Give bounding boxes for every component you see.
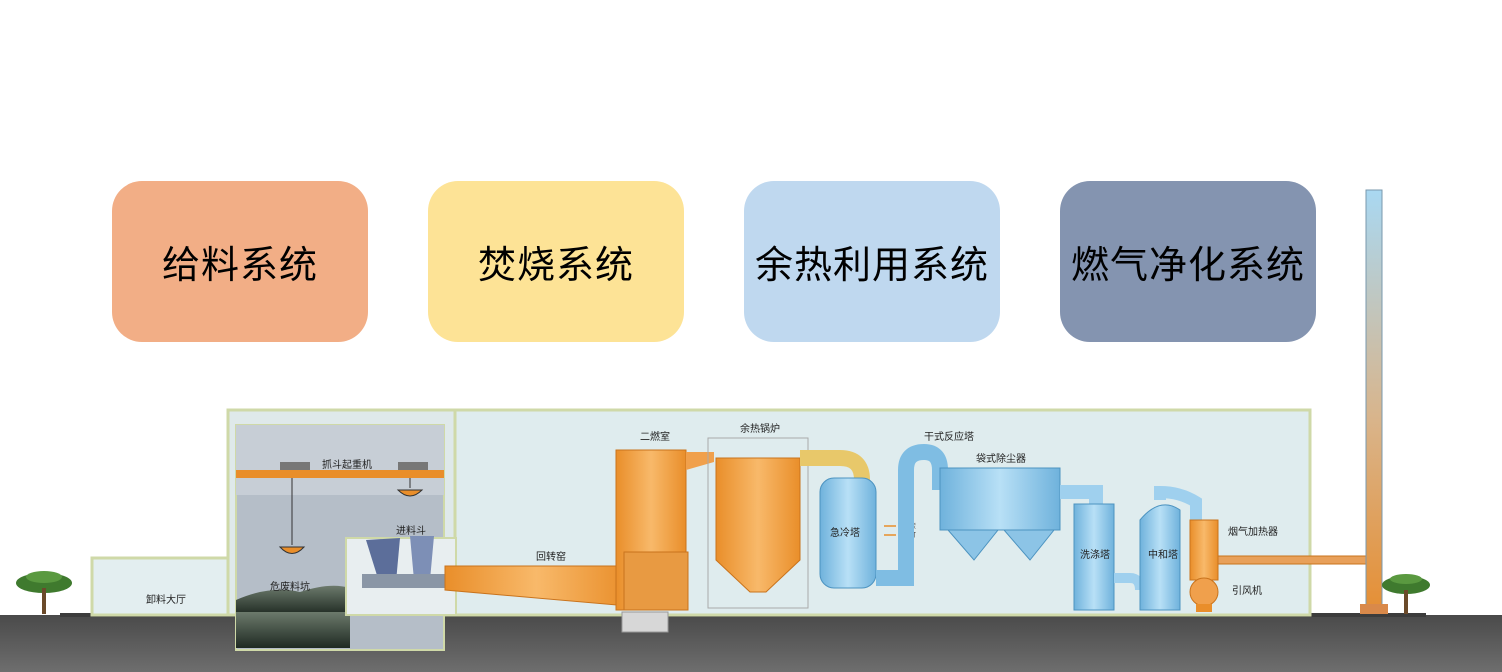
- quench-tower-label: 急冷塔: [830, 526, 860, 539]
- tree-icon: [16, 571, 72, 614]
- gas-cleaning-system-box: 燃气净化系统: [1060, 181, 1316, 342]
- hazardous-pit: [236, 612, 350, 648]
- hazardous-pit-label: 危废料坑: [270, 580, 310, 593]
- bag-filter-label: 袋式除尘器: [976, 452, 1026, 465]
- waste-heat-boiler-label: 余热锅炉: [740, 422, 780, 435]
- chimney: [1365, 189, 1383, 611]
- flue-gas-heater-label: 烟气加热器: [1228, 525, 1278, 538]
- waste-heat-system-box: 余热利用系统: [744, 181, 1000, 342]
- grab-bucket-icon: [396, 489, 424, 497]
- unloading-hall: [90, 556, 230, 617]
- feed-system-label: 给料系统: [161, 243, 318, 287]
- unloading-hall-label: 卸料大厅: [146, 593, 186, 606]
- dry-reactor-label: 干式反应塔: [924, 430, 974, 443]
- rotary-kiln-label: 回转窑: [536, 550, 566, 563]
- induced-fan-label: 引风机: [1232, 584, 1262, 597]
- gas-cleaning-system-label: 燃气净化系统: [1070, 243, 1305, 287]
- feed-hopper: [366, 538, 400, 585]
- ground: [0, 615, 1502, 672]
- neutralization-tower-label: 中和塔: [1148, 548, 1178, 561]
- wash-tower-label: 洗涤塔: [1080, 548, 1110, 561]
- incineration-system-box: 焚烧系统: [428, 181, 684, 342]
- waste-heat-system-label: 余热利用系统: [754, 243, 989, 287]
- grab-crane-label: 抓斗起重机: [322, 458, 372, 471]
- neutralization-tower: [1139, 504, 1181, 611]
- secondary-chamber-label: 二燃室: [640, 430, 670, 443]
- grab-bucket-icon: [278, 546, 306, 554]
- quench-tower: [819, 477, 877, 589]
- tree-icon: [1382, 574, 1430, 614]
- bag-filter: [939, 467, 1061, 531]
- induced-fan-icon: [1189, 577, 1219, 607]
- wash-tower: [1073, 503, 1115, 611]
- feed-system-box: 给料系统: [112, 181, 368, 342]
- flue-gas-heater: [1189, 519, 1219, 581]
- waste-heat-boiler: [715, 457, 801, 593]
- dry-reactor: [876, 443, 948, 586]
- grab-crane-beam: [236, 470, 444, 478]
- feed-hopper-label: 进料斗: [396, 524, 426, 537]
- incineration-system-label: 焚烧系统: [477, 243, 634, 287]
